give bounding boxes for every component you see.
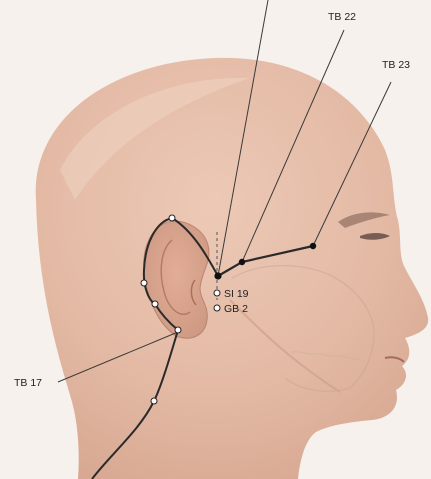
point-ear-back-1 <box>141 280 147 286</box>
label-tb22: TB 22 <box>328 11 356 23</box>
point-ear-back-2 <box>152 301 158 307</box>
label-tb17: TB 17 <box>14 377 42 389</box>
point-ear-top <box>169 215 175 221</box>
point-tb17 <box>175 327 181 333</box>
label-tb23: TB 23 <box>382 59 410 71</box>
point-neck <box>151 398 157 404</box>
label-si19: SI 19 <box>224 288 249 300</box>
point-si19 <box>214 290 220 296</box>
label-gb2: GB 2 <box>224 303 248 315</box>
point-tb21 <box>214 272 221 279</box>
point-tb23 <box>310 243 316 249</box>
point-tb22 <box>239 259 245 265</box>
point-gb2 <box>214 305 220 311</box>
